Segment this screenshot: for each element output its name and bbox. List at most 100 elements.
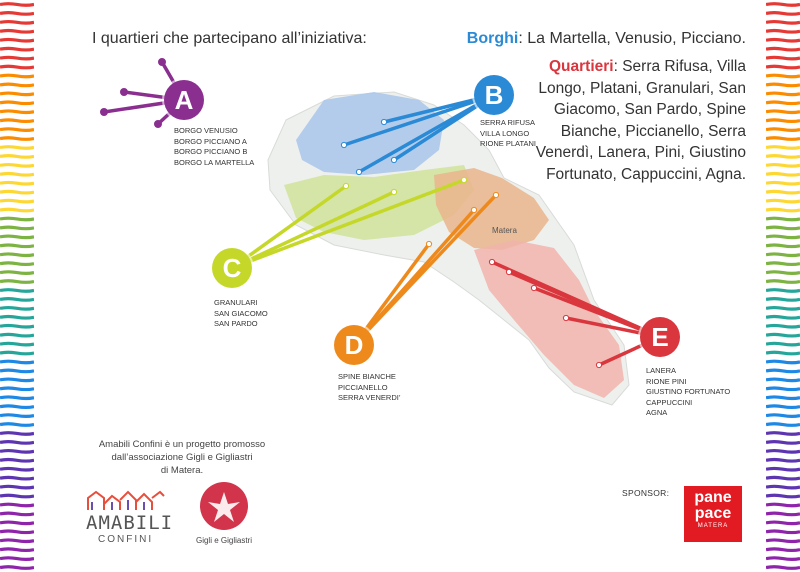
- page-title: I quartieri che partecipano all’iniziati…: [92, 30, 367, 47]
- group-c-list: Granulari San Giacomo San Pardo: [214, 298, 268, 330]
- stripe-line: [766, 55, 800, 61]
- stripe-line: [766, 368, 800, 374]
- sponsor-label: SPONSOR:: [622, 488, 670, 498]
- connector-dot: [460, 176, 468, 184]
- neighborhood-map: Matera: [100, 58, 662, 406]
- stripe-line: [766, 154, 800, 159]
- group-d-item: Serra Venerdi’: [338, 393, 401, 402]
- stripe-line: [0, 46, 34, 52]
- connector-dot: [355, 168, 363, 176]
- group-a-item: Borgo Venusio: [174, 126, 238, 135]
- stripe-line: [0, 511, 34, 517]
- stripe-line: [0, 171, 34, 177]
- group-e-item: Rione Pini: [646, 376, 687, 386]
- stripe-line: [0, 431, 34, 436]
- group-c-item: San Giacomo: [214, 308, 268, 318]
- map-region-red: [474, 240, 624, 398]
- stripe-line: [766, 440, 800, 445]
- stripe-line: [766, 413, 800, 418]
- stripe-line: [0, 448, 34, 454]
- stripe-line: [0, 91, 34, 97]
- stripe-line: [766, 198, 800, 204]
- credit-line: Amabili Confini è un progetto promosso: [98, 439, 266, 450]
- connector-dot: [120, 88, 128, 96]
- stripe-line: [766, 261, 800, 267]
- gigli-gigliastri-logo: Gigli e Gigliastri: [184, 482, 264, 562]
- stripe-line: [0, 154, 34, 159]
- stripe-line: [0, 180, 34, 186]
- stripe-line: [766, 28, 800, 34]
- borghi-line: Borghi: La Martella, Venusio, Picciano.: [467, 30, 746, 48]
- group-a-list: Borgo Venusio Borgo Picciano A Borgo Pic…: [174, 126, 254, 168]
- stripe-line: [766, 341, 800, 347]
- connector-dot: [562, 314, 570, 322]
- connector-dot: [505, 268, 513, 276]
- stripe-line: [0, 37, 34, 43]
- connector-line: [342, 93, 496, 147]
- stripe-line: [0, 162, 34, 168]
- group-d-item: Spine Bianche: [338, 372, 396, 381]
- group-a-item: Borgo Picciano A: [174, 136, 247, 146]
- connector-line: [230, 190, 396, 270]
- stripe-line: [0, 198, 34, 204]
- stripe-line: [766, 457, 800, 463]
- map-region-blue: [296, 92, 444, 175]
- stripe-line: [766, 350, 800, 356]
- group-b-item: Rione Platani: [480, 139, 536, 148]
- stripe-line: [766, 243, 800, 249]
- stripe-line: [0, 332, 34, 338]
- stripe-line: [0, 243, 34, 249]
- group-e-item: Agna: [646, 408, 668, 417]
- stripe-line: [0, 413, 34, 418]
- stripe-line: [0, 64, 34, 70]
- stripe-line: [766, 189, 800, 195]
- connector-line: [230, 184, 348, 270]
- pane-pace-logo: pane pace MATERA: [684, 486, 742, 542]
- stripe-line: [0, 350, 34, 356]
- stripe-line: [0, 556, 34, 561]
- stripe-line: [766, 225, 800, 231]
- group-d-list: Spine Bianche Piccianello Serra Venerdi’: [338, 372, 401, 404]
- stripe-line: [0, 341, 34, 347]
- stripe-line: [0, 457, 34, 463]
- stripe-line: [0, 484, 34, 490]
- stripe-line: [0, 565, 34, 570]
- stripe-line: [0, 28, 34, 34]
- group-d-item: Piccianello: [338, 382, 388, 392]
- amabili-word: AMABILI: [86, 512, 174, 534]
- stripe-line: [766, 297, 800, 302]
- quartieri-paragraph: Quartieri: Serra Rifusa, Villa Longo, Pl…: [506, 56, 746, 185]
- stripe-line: [766, 359, 800, 365]
- stripe-line: [766, 46, 800, 52]
- stripe-line: [0, 127, 34, 132]
- stripe-line: [766, 431, 800, 436]
- stripe-line: [0, 145, 34, 150]
- stripe-line: [0, 466, 34, 472]
- stripe-line: [0, 386, 34, 392]
- stripe-line: [766, 180, 800, 186]
- stripe-line: [766, 448, 800, 454]
- stripe-line: [0, 547, 34, 553]
- stripe-line: [0, 440, 34, 445]
- group-b-item: Serra Rifusa: [480, 118, 536, 127]
- stripe-line: [0, 109, 34, 115]
- badge-a: A: [164, 80, 204, 120]
- group-a-item: Borgo La Martella: [174, 157, 255, 167]
- stripe-line: [766, 91, 800, 97]
- stripe-line: [766, 288, 800, 293]
- stripe-line: [0, 314, 34, 320]
- group-c-item: San Pardo: [214, 319, 258, 328]
- connector-dot: [340, 141, 348, 149]
- stripe-line: [766, 207, 800, 213]
- group-a-item: Borgo Picciano B: [174, 147, 248, 156]
- stripe-line: [766, 216, 800, 222]
- stripe-line: [0, 216, 34, 222]
- stripe-line: [766, 547, 800, 553]
- connector-dot: [488, 258, 496, 266]
- stripe-line: [766, 422, 800, 427]
- credit-line: di Matera.: [160, 465, 204, 476]
- stripe-line: [766, 19, 800, 25]
- stripe-line: [0, 100, 34, 106]
- quartieri-text: : Serra Rifusa, Villa Longo, Platani, Gr…: [535, 58, 746, 183]
- borghi-text: : La Martella, Venusio, Picciano.: [518, 30, 746, 47]
